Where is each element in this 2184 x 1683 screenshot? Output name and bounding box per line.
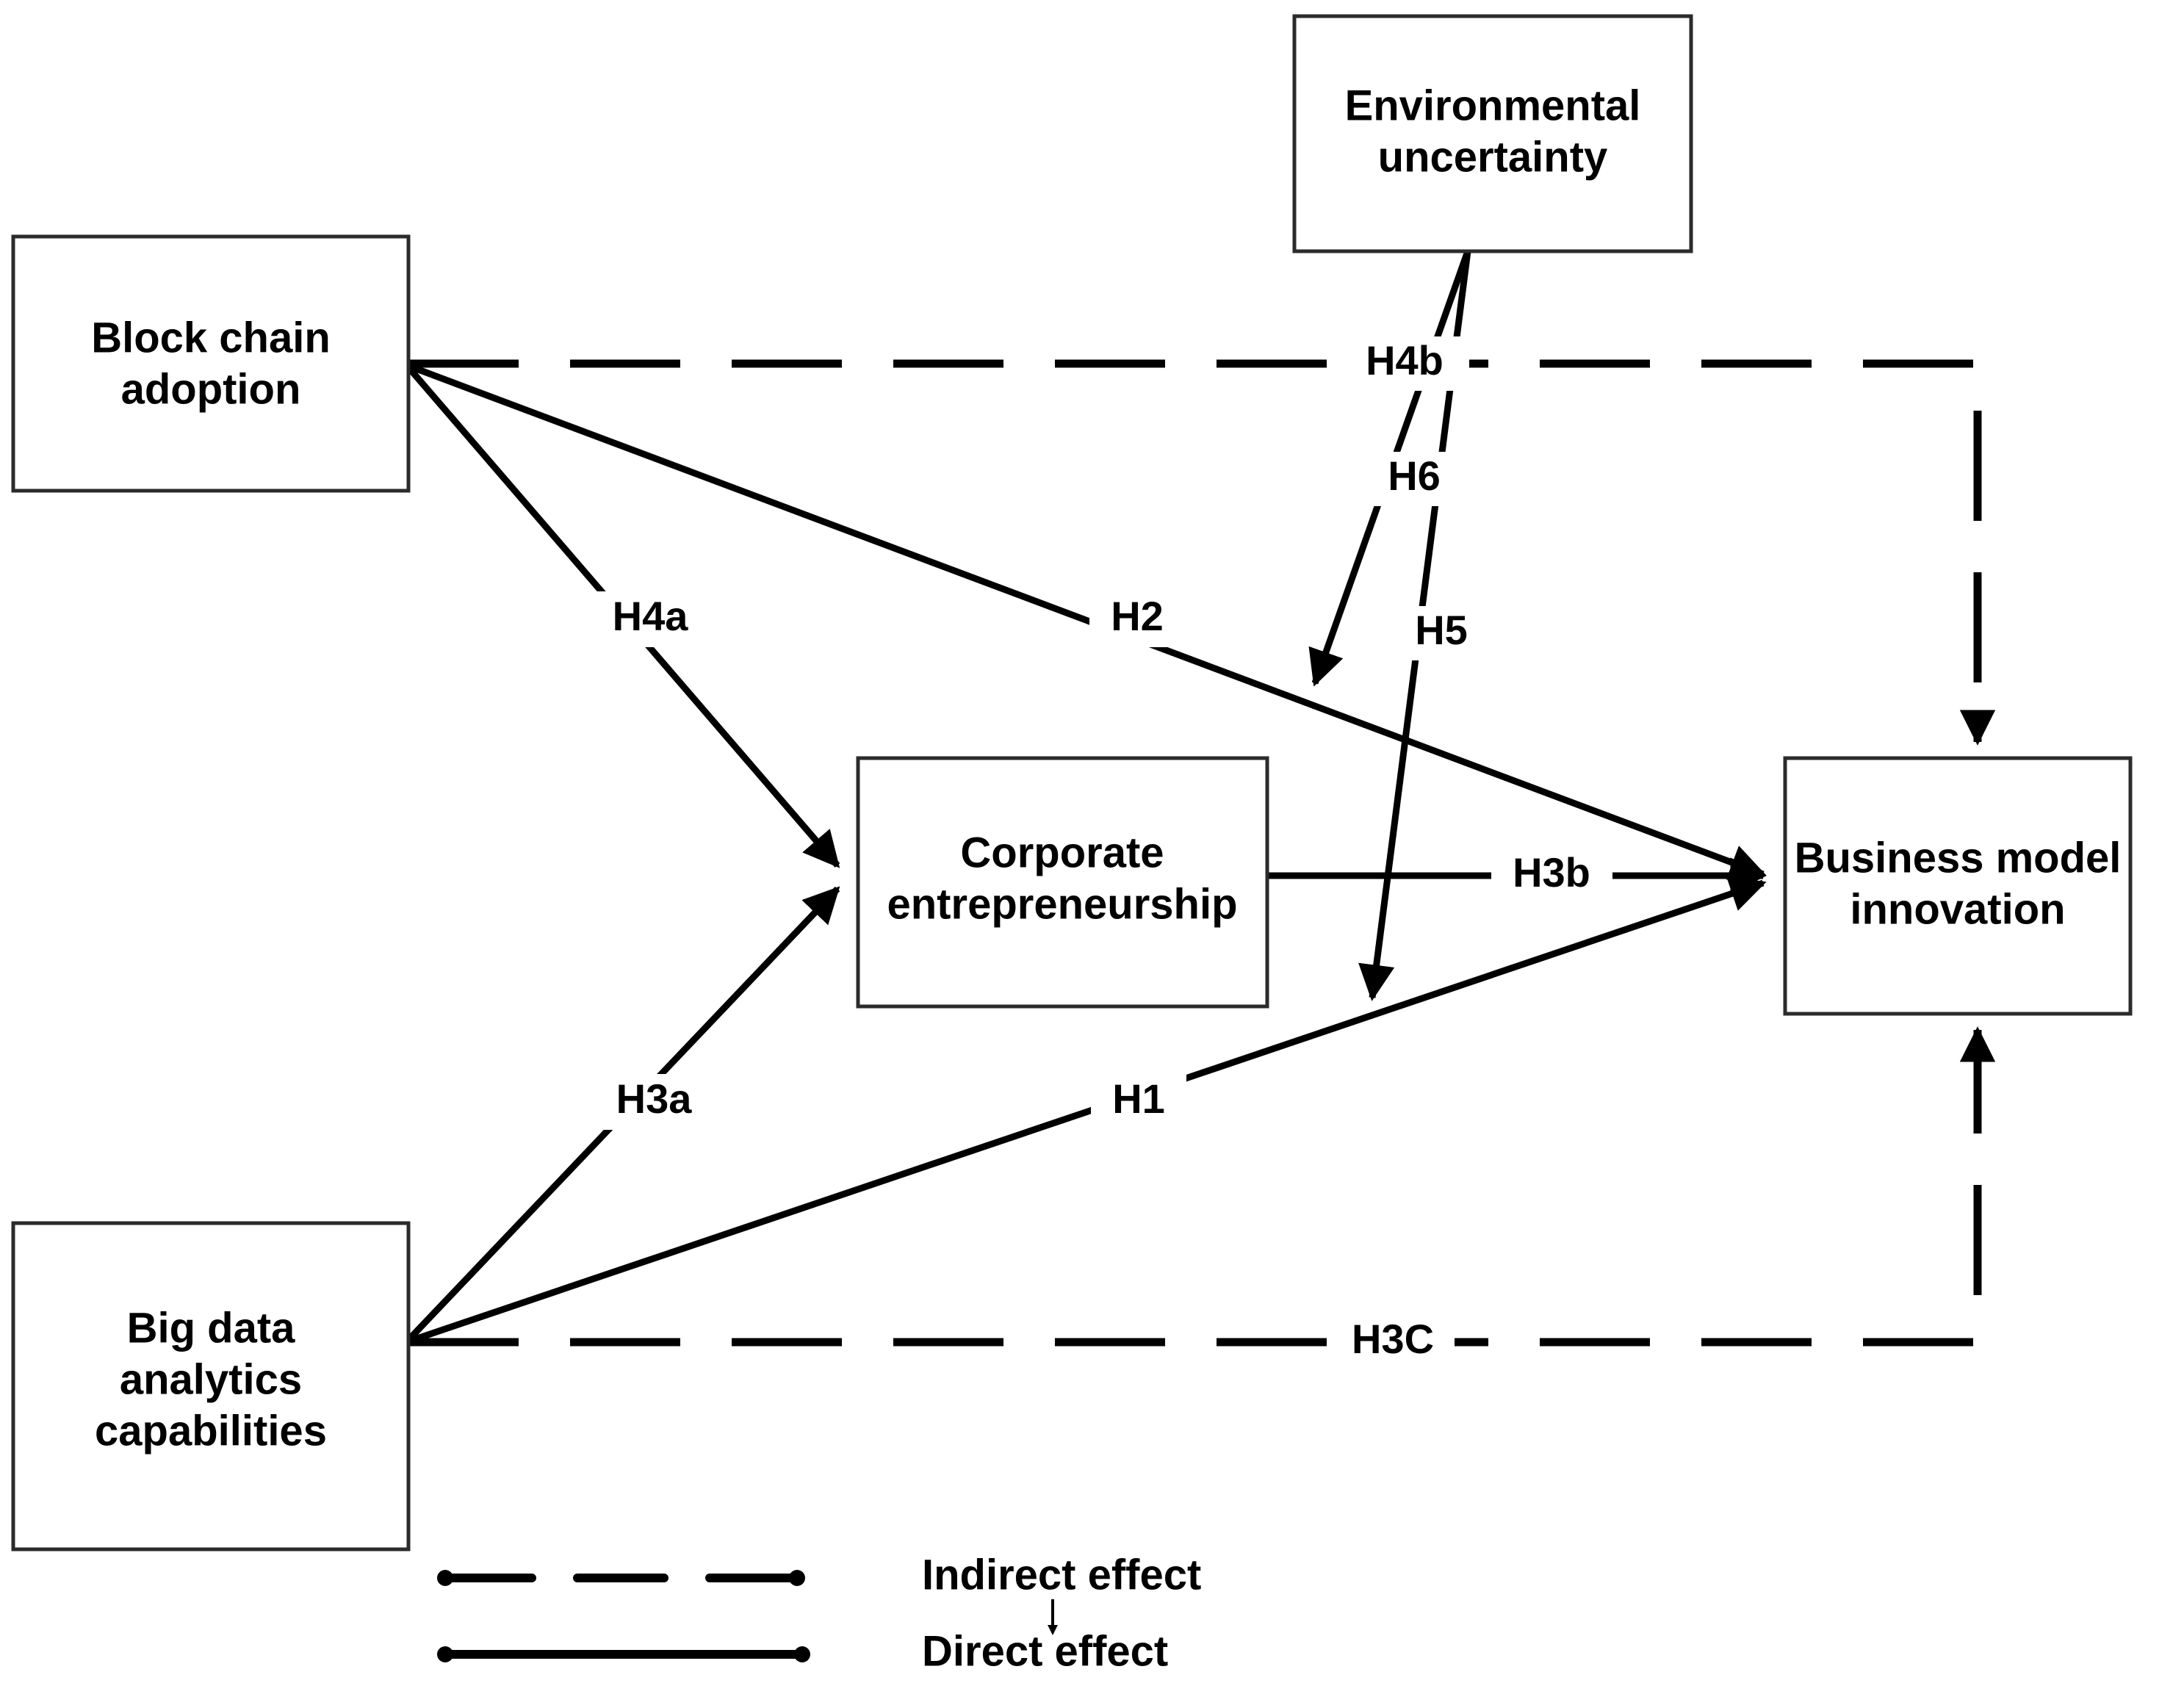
node-corporate-entrepreneurship-label-line2: entrepreneurship: [887, 880, 1238, 928]
legend-direct-label: Direct effect: [922, 1627, 1168, 1675]
node-big-data-label-line1: Big data: [127, 1304, 296, 1352]
edge-label-h3a-text: H3a: [616, 1075, 693, 1122]
edge-label-h4a: H4a: [591, 591, 709, 647]
node-big-data-label-line3: capabilities: [95, 1407, 327, 1455]
node-business-model-innovation-label-line2: innovation: [1850, 885, 2065, 933]
legend-direct-dot-right: [794, 1646, 810, 1662]
node-corporate-entrepreneurship-label-line1: Corporate: [960, 829, 1164, 876]
legend-indirect-label: Indirect effect: [922, 1551, 1201, 1599]
edge-h2: [407, 362, 1767, 880]
node-environmental-uncertainty[interactable]: Environmental uncertainty: [1292, 14, 1693, 253]
edge-label-h4b: H4b: [1348, 336, 1469, 391]
edge-h2-path: [407, 362, 1767, 880]
edge-label-h6-text: H6: [1388, 453, 1441, 499]
legend-separator-arrow-icon: [1048, 1599, 1058, 1635]
edge-h4b: [408, 359, 1996, 746]
edge-label-h1-text: H1: [1112, 1075, 1165, 1122]
edge-label-h5-text: H5: [1415, 607, 1468, 653]
node-blockchain-adoption[interactable]: Block chain adoption: [11, 234, 411, 493]
edge-label-h2-text: H2: [1111, 593, 1164, 639]
node-business-model-innovation-label-line1: Business model: [1795, 834, 2122, 882]
node-environmental-uncertainty-label-line1: Environmental: [1345, 82, 1641, 129]
edge-h1: [407, 876, 1767, 1345]
node-big-data-analytics-capabilities-rect: [11, 1221, 411, 1552]
edge-label-h2: H2: [1089, 591, 1185, 647]
node-business-model-innovation[interactable]: Business model innovation: [1783, 756, 2133, 1016]
legend-direct-dot-left: [437, 1646, 453, 1662]
edge-h3c: [408, 1026, 1996, 1347]
edge-label-h6: H6: [1368, 452, 1463, 506]
edge-label-h4b-text: H4b: [1366, 337, 1444, 383]
node-blockchain-adoption-rect: [11, 234, 411, 493]
node-blockchain-adoption-label-line1: Block chain: [91, 314, 331, 361]
edge-label-h5: H5: [1394, 606, 1490, 660]
node-corporate-entrepreneurship[interactable]: Corporate entrepreneurship: [856, 756, 1269, 1009]
legend-indirect-row: Indirect effect: [437, 1551, 1201, 1599]
legend-direct-row: Direct effect: [437, 1627, 1168, 1675]
node-blockchain-adoption-label-line2: adoption: [121, 365, 301, 413]
legend: Indirect effect Direct effect: [437, 1551, 1201, 1675]
legend-indirect-dot-right: [789, 1570, 805, 1586]
node-business-model-innovation-rect: [1783, 756, 2133, 1016]
legend-indirect-dot-left: [437, 1570, 453, 1586]
edge-label-h3a: H3a: [595, 1074, 713, 1130]
edge-h4b-path: [408, 359, 1996, 746]
edge-h3c-path: [408, 1026, 1996, 1347]
edge-label-h1: H1: [1091, 1074, 1186, 1130]
edge-label-h4a-text: H4a: [613, 593, 689, 639]
edge-h1-path: [407, 876, 1767, 1345]
node-big-data-analytics-capabilities[interactable]: Big data analytics capabilities: [11, 1221, 411, 1552]
node-environmental-uncertainty-label-line2: uncertainty: [1378, 133, 1608, 181]
edge-label-h3b: H3b: [1491, 848, 1612, 904]
edge-label-h3c: H3C: [1330, 1315, 1455, 1371]
edge-label-h3c-text: H3C: [1352, 1316, 1434, 1362]
node-corporate-entrepreneurship-rect: [856, 756, 1269, 1009]
node-big-data-label-line2: analytics: [120, 1355, 302, 1403]
edge-label-h3b-text: H3b: [1513, 849, 1590, 895]
node-environmental-uncertainty-rect: [1292, 14, 1693, 253]
